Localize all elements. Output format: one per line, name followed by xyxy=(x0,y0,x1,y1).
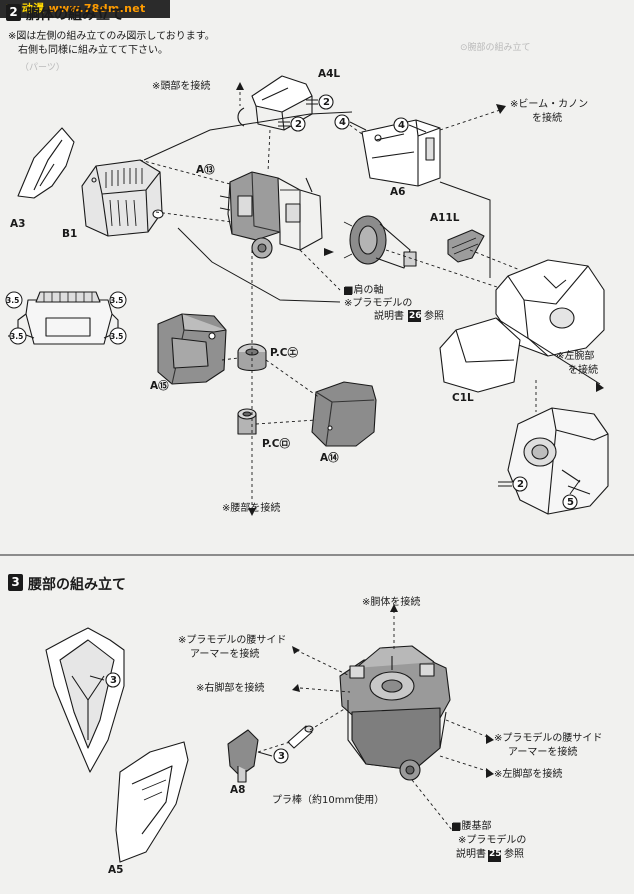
manual-page-ref: 26 xyxy=(409,311,422,321)
part-a15-drawing xyxy=(157,313,227,385)
callout-waist-base-line2: ※プラモデルの xyxy=(458,835,527,846)
section-2-number: 2 xyxy=(6,4,21,21)
callout-waist-side-armor-1-line1: ※プラモデルの腰サイド xyxy=(178,635,287,646)
callout-shoulder-axis-line3: 説明書 xyxy=(374,311,404,322)
left-arm-inset-drawing xyxy=(507,407,609,515)
pla-bar-drawing xyxy=(287,725,314,749)
section-2-note-line1: ※図は左側の組み立てのみ図示しております。 xyxy=(8,31,215,42)
section-divider xyxy=(0,554,634,556)
callout-shoulder-axis-line1: ■肩の軸 xyxy=(344,285,384,296)
callout-waist-side-armor-2-line2: アーマーを接続 xyxy=(508,747,578,758)
part-c1l-drawing xyxy=(439,259,605,393)
step-number: 2 xyxy=(295,119,302,130)
dimension-markers xyxy=(5,291,127,345)
step-number: 3 xyxy=(110,675,117,686)
part-a14-drawing xyxy=(311,381,377,447)
part-label-pch: P.C㋺ xyxy=(262,438,290,450)
part-label-a6: A6 xyxy=(390,186,406,198)
callout-beam-cannon-line2: を接続 xyxy=(532,113,562,124)
step-number: 4 xyxy=(398,120,405,131)
show-through-text: ⊙腕部の組み立て xyxy=(460,43,531,53)
part-label-pce: P.C㋓ xyxy=(270,347,298,359)
part-label-b1: B1 xyxy=(62,228,78,240)
part-label-a3: A3 xyxy=(10,218,26,230)
part-pch-drawing xyxy=(237,408,257,435)
part-a11l-drawing xyxy=(447,229,485,263)
part-b1-backpack-drawing xyxy=(81,159,164,237)
dimension-label: 3.5 xyxy=(110,296,124,305)
step-number: 2 xyxy=(323,97,330,108)
section-3-number: 3 xyxy=(8,574,23,591)
dimension-label: 3.5 xyxy=(10,332,24,341)
section-2-title: 胴体の組み立て xyxy=(26,7,124,23)
part-a4l-drawing xyxy=(237,75,313,131)
part-label-c1l: C1L xyxy=(452,392,474,404)
callout-left-arm-line1: ※左腕部 xyxy=(556,351,595,362)
step-circle-marks xyxy=(105,94,578,764)
callout-connect-head: ※頭部を接続 xyxy=(152,81,211,92)
section-2-note-line2: 右側も同様に組み立てて下さい。 xyxy=(18,45,168,56)
dimension-label: 3.5 xyxy=(6,296,20,305)
frame-lines xyxy=(143,111,601,385)
show-through-text: （パーツ） xyxy=(20,63,65,73)
part-a13-torso-drawing xyxy=(219,171,323,259)
reference-boxes xyxy=(344,287,501,862)
callout-waist-side-armor-1-line2: アーマーを接続 xyxy=(190,649,260,660)
step-number: 3 xyxy=(278,751,285,762)
part-label-a15: A⑮ xyxy=(150,380,169,392)
step-number: 2 xyxy=(517,479,524,490)
step-number: 4 xyxy=(339,117,346,128)
callout-connect-right-leg: ※右脚部を接続 xyxy=(196,683,265,694)
section-3-title: 腰部の組み立て xyxy=(28,577,126,593)
part-label-a5: A5 xyxy=(108,864,124,876)
part-label-a4l: A4L xyxy=(318,68,341,80)
part-a3-wing-drawing xyxy=(17,127,75,199)
part-label-a13: A⑬ xyxy=(196,164,215,176)
part-label-a11l: A11L xyxy=(430,212,460,224)
part-a8-drawing xyxy=(227,729,259,783)
callout-waist-side-armor-2-line1: ※プラモデルの腰サイド xyxy=(494,733,603,744)
part-a5-skirt-drawing xyxy=(45,627,189,863)
callout-pla-bar: プラ棒（約10mm使用） xyxy=(272,795,385,806)
callout-shoulder-axis-line4: 参照 xyxy=(424,311,444,322)
dimension-label: 3.5 xyxy=(110,332,124,341)
waist-base-drawing xyxy=(339,645,451,781)
callout-connect-left-leg: ※左脚部を接続 xyxy=(494,769,563,780)
callout-waist-base-line1: ■腰基部 xyxy=(452,821,492,832)
shoulder-axis-drawing xyxy=(343,215,417,269)
callout-connect-body: ※胴体を接続 xyxy=(362,597,421,608)
manual-page-ref: 25 xyxy=(489,849,502,859)
callout-beam-cannon-line1: ※ビーム・カノン xyxy=(510,99,589,110)
callout-connect-waist: ※腰部を接続 xyxy=(222,503,281,514)
watermark-site: www.78dm.net xyxy=(48,2,146,15)
arrow-heads xyxy=(236,82,604,778)
part-label-a14: A⑭ xyxy=(320,452,339,464)
part-a6-drawing xyxy=(361,119,441,187)
pin-marks xyxy=(89,99,581,757)
callout-shoulder-axis-line2: ※プラモデルの xyxy=(344,298,413,309)
assembly-guide-lines xyxy=(139,86,537,831)
part-label-a8: A8 xyxy=(230,784,246,796)
callout-left-arm-line2: を接続 xyxy=(568,365,598,376)
step-number: 5 xyxy=(567,497,574,508)
callout-waist-base-line4: 参照 xyxy=(504,849,524,860)
callout-waist-base-line3: 説明書 xyxy=(456,849,486,860)
